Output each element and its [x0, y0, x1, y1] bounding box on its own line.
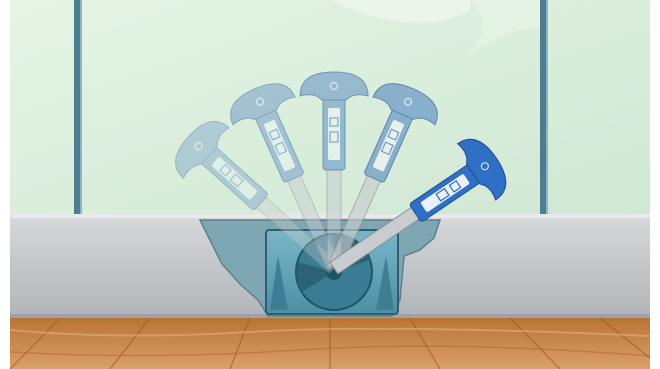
glass-frame-right [540, 0, 546, 218]
glass-frame-left-edge [80, 0, 82, 218]
glass-frame-right-edge [546, 0, 548, 218]
wooden-floor [10, 318, 650, 369]
glass-frame-left [74, 0, 80, 218]
